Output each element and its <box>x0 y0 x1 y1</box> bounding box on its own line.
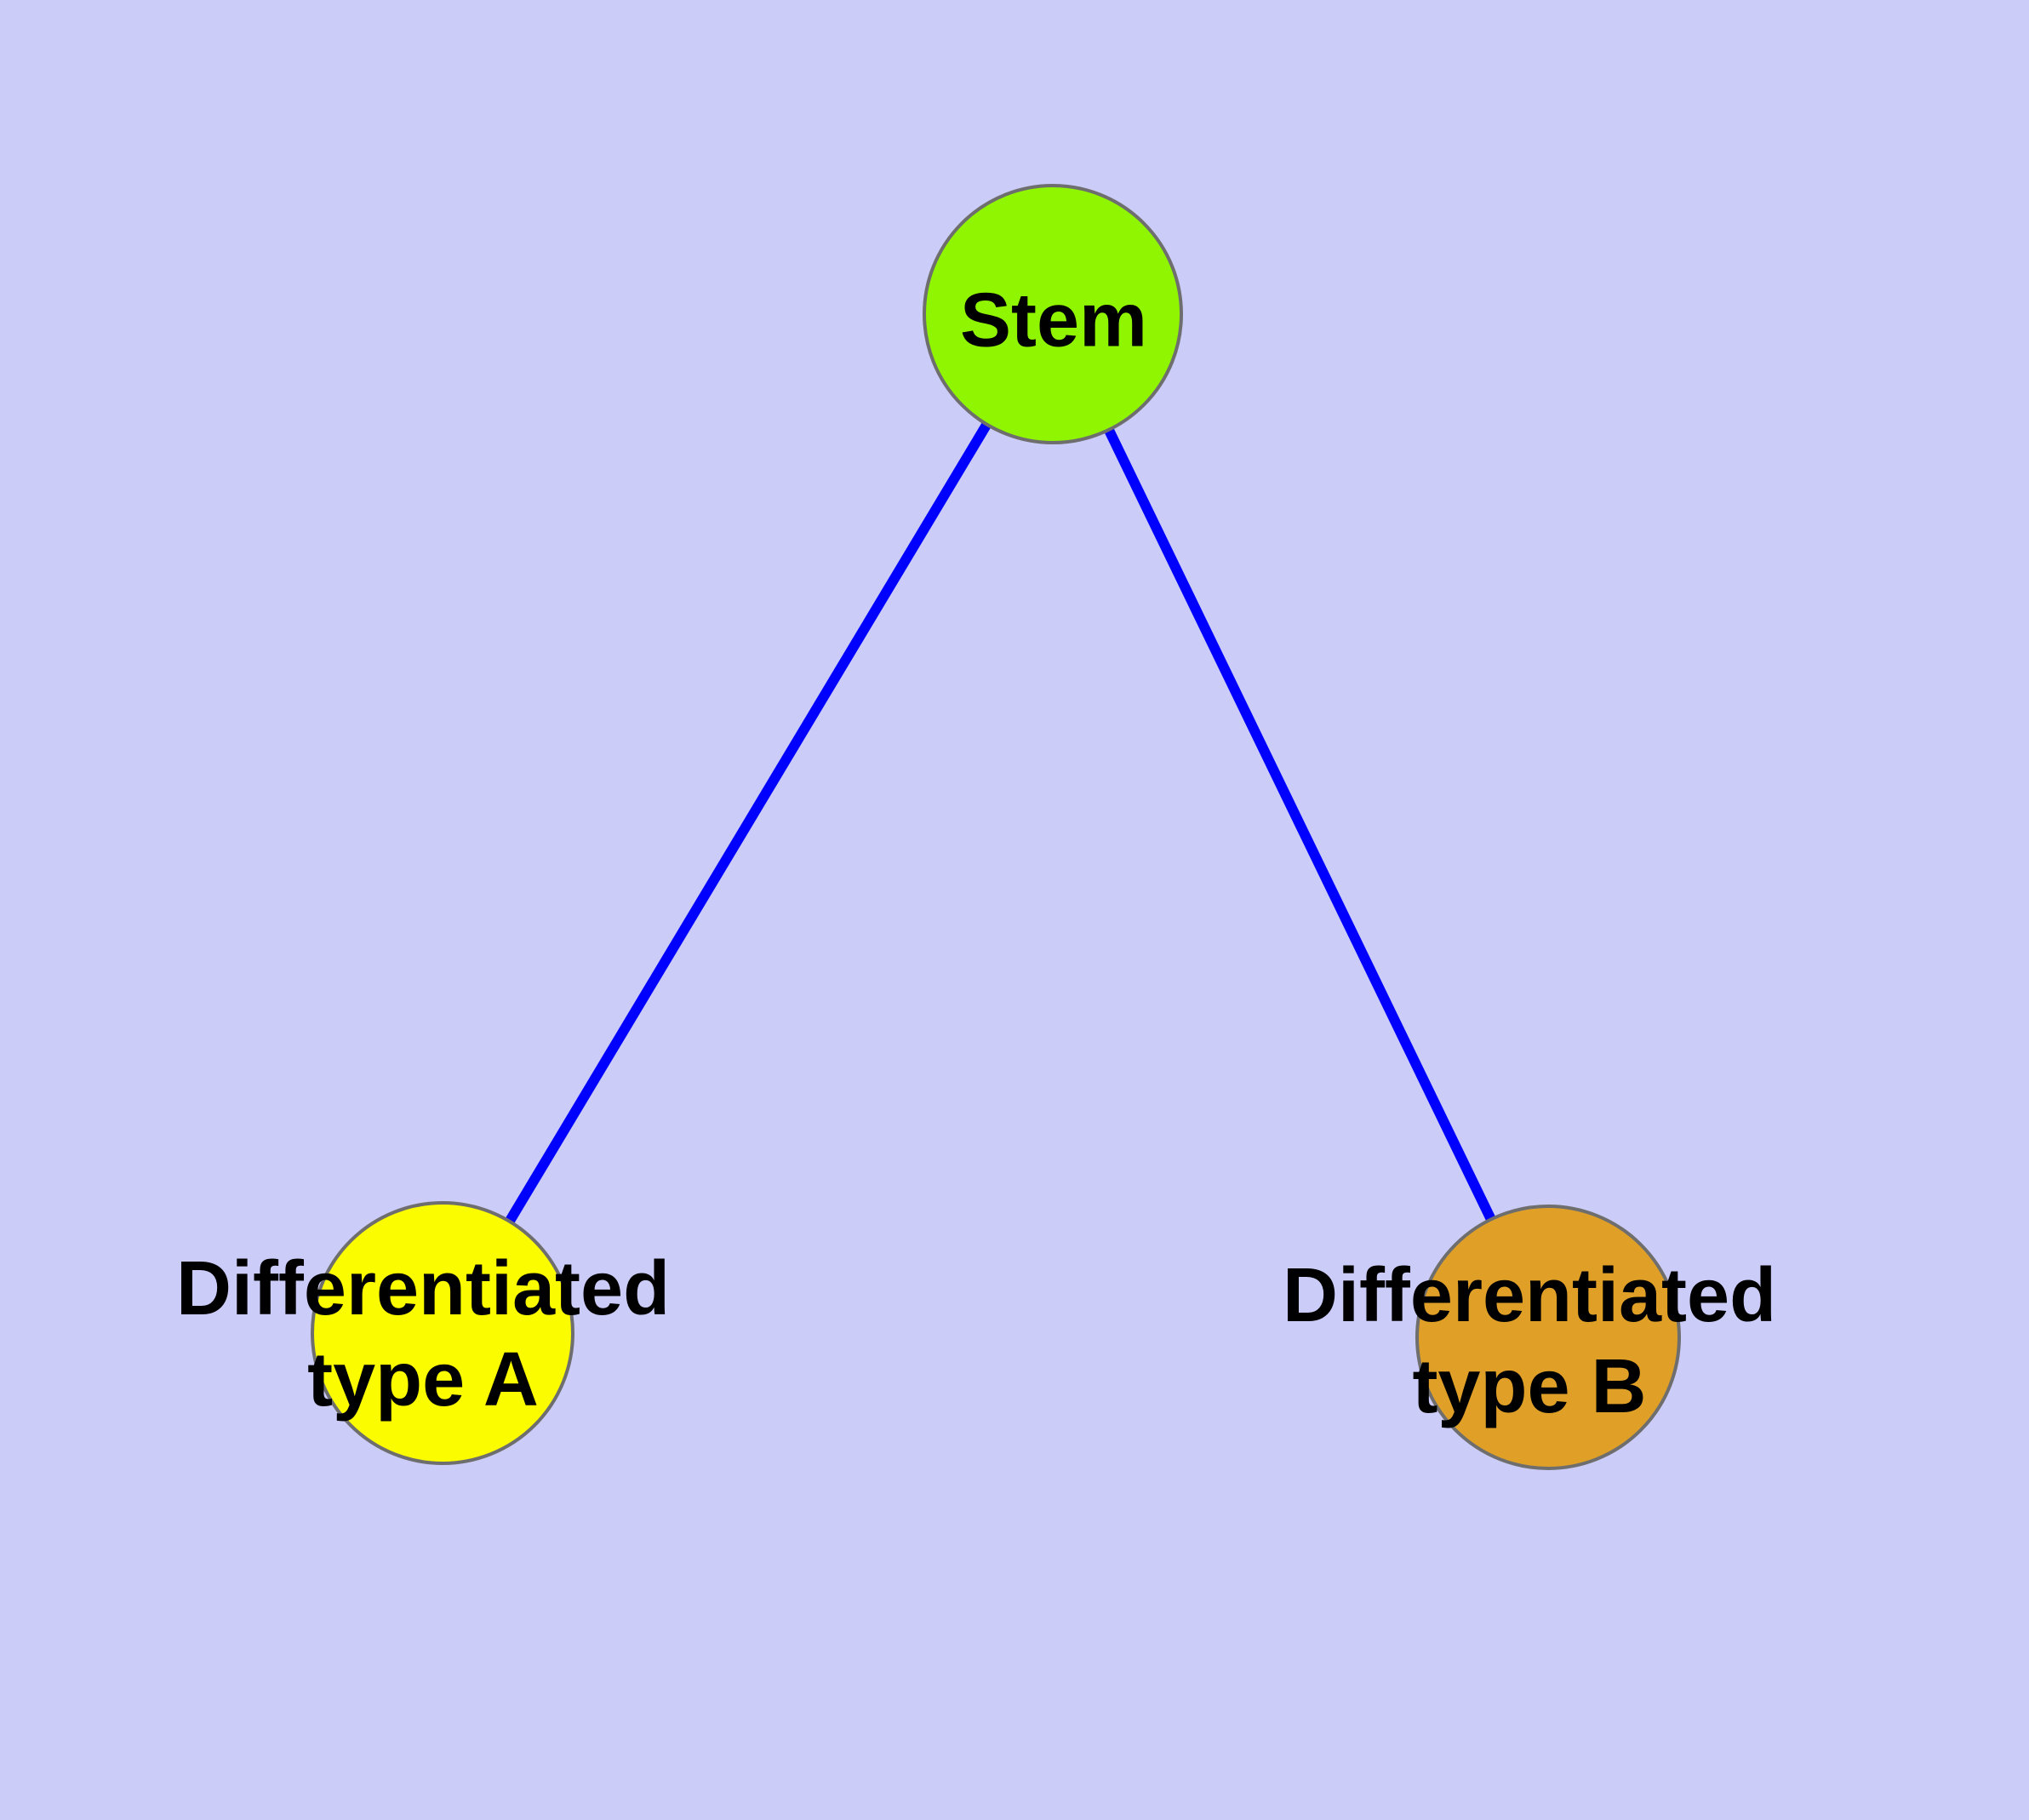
edge-stem-to-type-a <box>437 311 1058 1336</box>
node-type-b-label: Differentiated type B <box>1283 1251 1776 1433</box>
node-stem-label: Stem <box>960 276 1147 367</box>
node-type-a-label: Differentiated type A <box>176 1244 670 1426</box>
node-type-b-label-line2: type B <box>1412 1344 1647 1429</box>
node-type-a-label-line1: Differentiated <box>175 1246 671 1331</box>
node-type-a-label-line2: type A <box>307 1337 539 1422</box>
node-type-b-label-line1: Differentiated <box>1282 1253 1777 1338</box>
node-type-b-circle <box>1415 1205 1681 1470</box>
edge-stem-to-type-b <box>1048 312 1553 1340</box>
node-stem-label-line1: Stem <box>959 278 1148 363</box>
node-type-a-circle <box>311 1201 574 1465</box>
node-stem-circle <box>923 184 1183 444</box>
